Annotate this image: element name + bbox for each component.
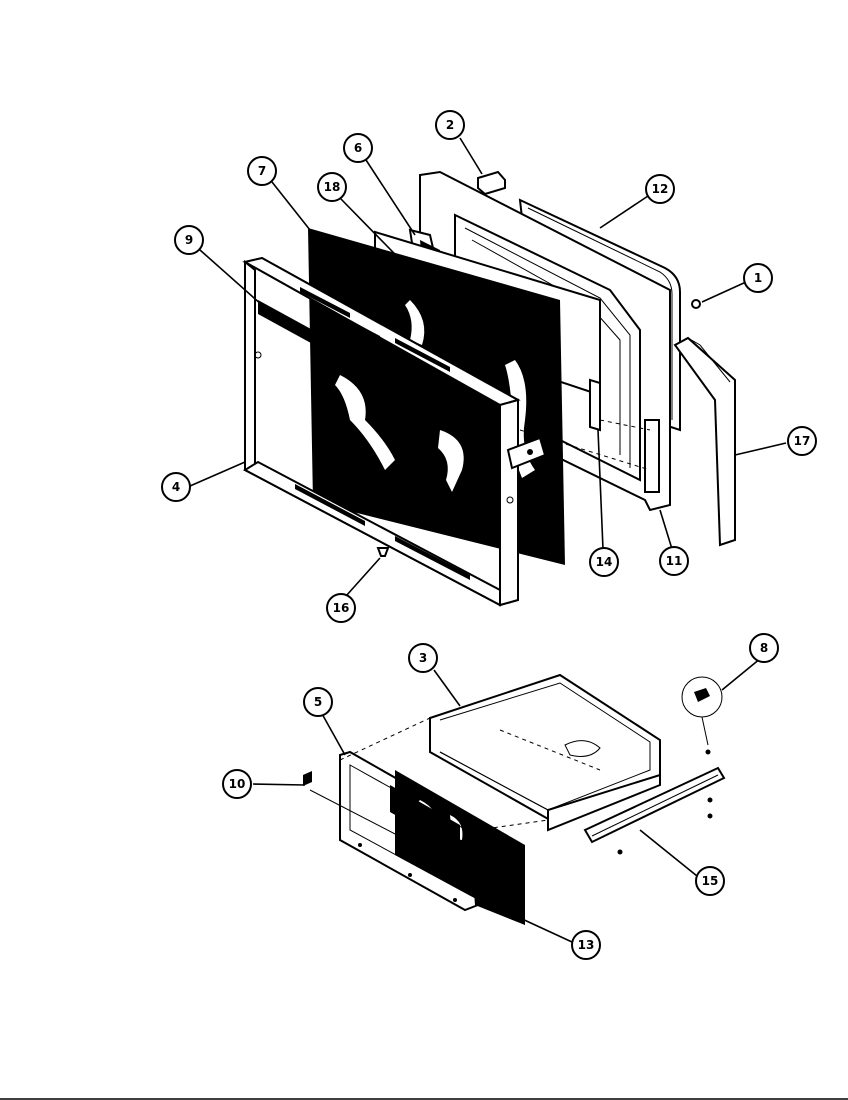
callout-14-label: 14 [596, 555, 613, 569]
callout-18-label: 18 [324, 180, 341, 194]
callout-4: 4 [161, 472, 191, 502]
callout-5-label: 5 [314, 695, 322, 709]
callout-6: 6 [343, 133, 373, 163]
callout-5: 5 [303, 687, 333, 717]
door-screw [691, 299, 701, 309]
callout-2-label: 2 [446, 118, 454, 132]
drawer-bracket [303, 771, 312, 786]
drawer-slide-rail [583, 749, 726, 855]
callout-16-label: 16 [333, 601, 350, 615]
callout-15-label: 15 [702, 874, 719, 888]
callout-12-label: 12 [652, 182, 669, 196]
frame-screw [376, 547, 390, 557]
drawer-body [429, 673, 661, 832]
oven-door-assembly [242, 170, 736, 607]
callout-14: 14 [589, 547, 619, 577]
callout-11: 11 [659, 546, 689, 576]
callout-1: 1 [743, 263, 773, 293]
callout-3: 3 [408, 643, 438, 673]
callout-17: 17 [787, 426, 817, 456]
callout-8: 8 [749, 633, 779, 663]
callout-10-label: 10 [229, 777, 246, 791]
callout-13-label: 13 [578, 938, 595, 952]
callout-8-label: 8 [760, 641, 768, 655]
callout-9: 9 [174, 225, 204, 255]
drawer-assembly [303, 673, 726, 925]
callout-15: 15 [695, 866, 725, 896]
leader-lines [189, 137, 787, 943]
callout-3-label: 3 [419, 651, 427, 665]
glass-bracket [589, 378, 601, 432]
callout-1-label: 1 [754, 271, 762, 285]
callout-7-label: 7 [258, 164, 266, 178]
callout-6-label: 6 [354, 141, 362, 155]
callout-4-label: 4 [172, 480, 180, 494]
callout-17-label: 17 [794, 434, 811, 448]
slide-clip [681, 676, 723, 746]
callout-11-label: 11 [666, 554, 683, 568]
callout-9-label: 9 [185, 233, 193, 247]
callout-13: 13 [571, 930, 601, 960]
callout-18: 18 [317, 172, 347, 202]
callout-10: 10 [222, 769, 252, 799]
door-latch [477, 170, 506, 196]
side-trim [673, 336, 736, 547]
callout-2: 2 [435, 110, 465, 140]
callout-12: 12 [645, 174, 675, 204]
outer-door-frame [242, 256, 547, 607]
callout-16: 16 [326, 593, 356, 623]
callout-7: 7 [247, 156, 277, 186]
drawer-front-frame [309, 717, 549, 912]
